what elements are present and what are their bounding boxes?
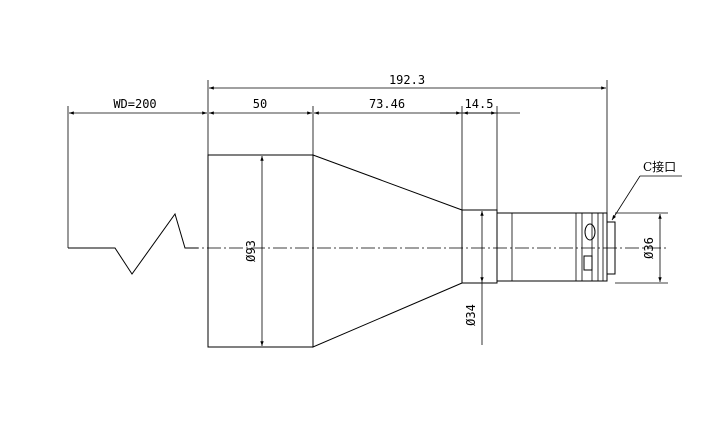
working-distance-break-line bbox=[68, 212, 198, 275]
dimension-label-barrel-diameter: Ø34 bbox=[464, 304, 478, 326]
lock-screw bbox=[584, 223, 596, 241]
extension-lines bbox=[67, 80, 668, 284]
focus-ring bbox=[496, 212, 608, 282]
dimension-label-front-diameter: Ø93 bbox=[244, 240, 258, 262]
lock-screw-slot bbox=[583, 255, 593, 271]
c-mount-thread bbox=[606, 221, 616, 275]
c-mount-callout-label: C接口 bbox=[643, 159, 676, 174]
c-mount-leader-line bbox=[611, 175, 641, 221]
dimension-label-working-distance: WD=200 bbox=[113, 97, 156, 111]
dimension-label-front-length: 50 bbox=[253, 97, 267, 111]
front-lens-barrel bbox=[207, 154, 314, 348]
tapered-section bbox=[312, 154, 463, 348]
dimension-label-total-length: 192.3 bbox=[389, 73, 425, 87]
dimension-label-rear-length: 14.5 bbox=[465, 97, 494, 111]
rear-barrel bbox=[461, 209, 498, 284]
dimension-label-mount-diameter: Ø36 bbox=[642, 237, 656, 259]
dimension-label-taper-length: 73.46 bbox=[369, 97, 405, 111]
lens-body bbox=[207, 154, 616, 348]
